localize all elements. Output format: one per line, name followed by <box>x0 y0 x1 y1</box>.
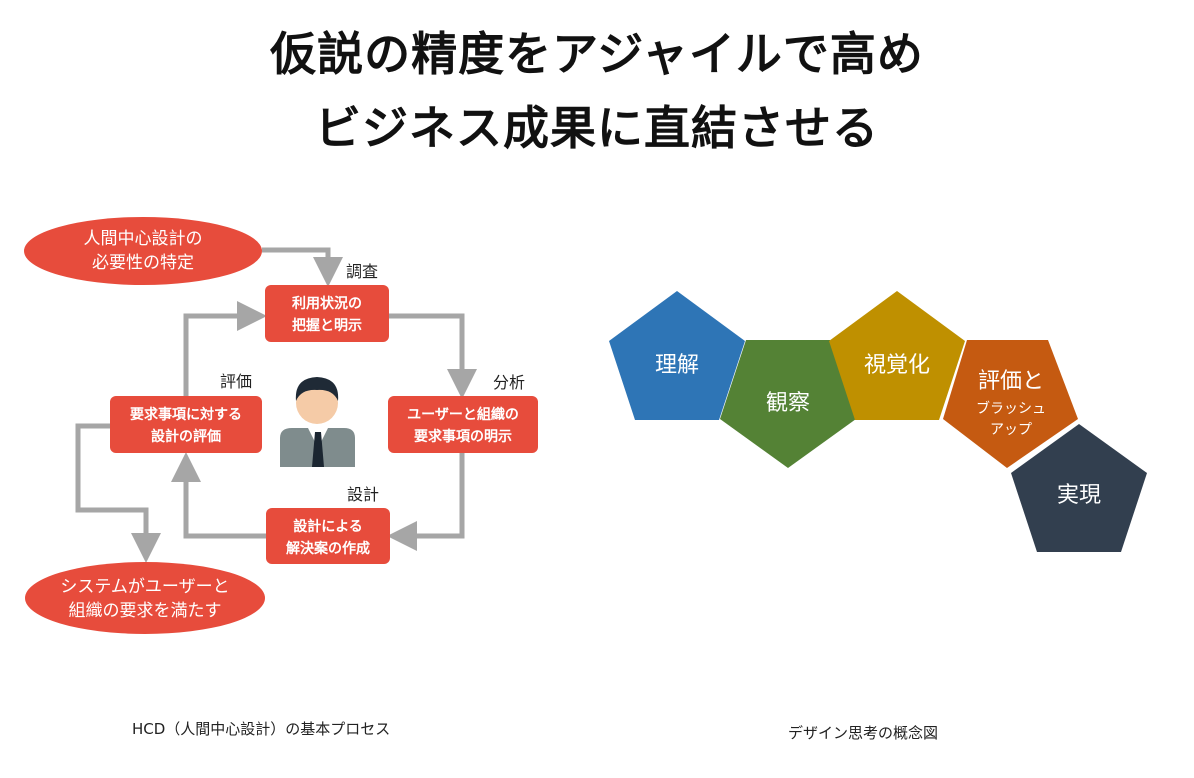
hcd-caption: HCD（人間中心設計）の基本プロセス <box>132 720 391 738</box>
hcd-end-text-2: 組織の要求を満たす <box>69 601 222 621</box>
dt-stage-realize: 実現 <box>1011 424 1147 552</box>
dt-stage-label: 実現 <box>1057 483 1101 508</box>
pentagon-shape <box>1011 424 1147 552</box>
step-box <box>265 285 389 342</box>
person-icon <box>280 377 355 467</box>
step-box <box>266 508 390 564</box>
step-box-text-2: 要求事項の明示 <box>414 428 512 445</box>
pentagon-shape <box>720 340 856 468</box>
dt-stage-label: 評価と <box>978 369 1044 394</box>
title-line-2: ビジネス成果に直結させる <box>315 101 879 155</box>
dt-stage-understand: 理解 <box>609 291 745 420</box>
step-box-text-2: 把握と明示 <box>292 317 362 334</box>
step-box <box>110 396 262 453</box>
step-box-text-1: ユーザーと組織の <box>407 406 519 423</box>
dt-stage-sub-1: ブラッシュ <box>976 400 1046 417</box>
step-label: 調査 <box>346 262 378 281</box>
hcd-arrows <box>75 247 477 563</box>
hcd-start-text-2: 必要性の特定 <box>92 253 194 273</box>
pentagon-shape <box>943 340 1078 468</box>
arrow-design-to-evaluation <box>171 452 266 539</box>
arrow-start-to-research <box>262 247 343 287</box>
hcd-end-ellipse <box>25 562 265 634</box>
arrow-evaluation-to-research <box>183 301 267 396</box>
pentagon-shape <box>609 291 745 420</box>
arrow-research-to-analysis <box>389 313 477 399</box>
step-box-text-1: 設計による <box>293 518 363 535</box>
dt-stage-observe: 観察 <box>720 340 856 468</box>
dt-stage-sub-2: アップ <box>990 422 1032 438</box>
dt-stage-label: 視覚化 <box>864 353 930 378</box>
step-label: 設計 <box>347 485 379 504</box>
step-label: 評価 <box>220 372 252 391</box>
dt-stage-label: 理解 <box>655 353 699 378</box>
design-thinking-caption: デザイン思考の概念図 <box>788 724 939 742</box>
dt-stage-evaluate-brushup: 評価と ブラッシュ アップ <box>943 340 1078 468</box>
step-box-text-2: 解決案の作成 <box>286 540 370 557</box>
step-box <box>388 396 538 453</box>
hcd-step-design: 設計による 解決案の作成 設計 <box>266 485 390 564</box>
step-box-text-2: 設計の評価 <box>151 428 221 445</box>
arrow-evaluation-to-end <box>75 423 161 563</box>
dt-stage-label: 観察 <box>766 391 810 416</box>
step-box-text-1: 要求事項に対する <box>130 406 242 423</box>
hcd-start-text-1: 人間中心設計の <box>84 229 203 249</box>
hcd-step-evaluation: 要求事項に対する 設計の評価 評価 <box>110 372 262 453</box>
arrow-analysis-to-design <box>387 452 465 551</box>
hcd-step-analysis: ユーザーと組織の 要求事項の明示 分析 <box>388 373 538 453</box>
hcd-step-research: 利用状況の 把握と明示 調査 <box>265 262 389 342</box>
dt-stage-visualize: 視覚化 <box>829 291 965 420</box>
hcd-end-text-1: システムがユーザーと <box>60 577 229 597</box>
title-line-1: 仮説の精度をアジャイルで高め <box>270 27 924 81</box>
step-box-text-1: 利用状況の <box>292 295 362 312</box>
step-label: 分析 <box>493 373 525 392</box>
hcd-start-ellipse <box>24 217 262 285</box>
pentagon-shape <box>829 291 965 420</box>
